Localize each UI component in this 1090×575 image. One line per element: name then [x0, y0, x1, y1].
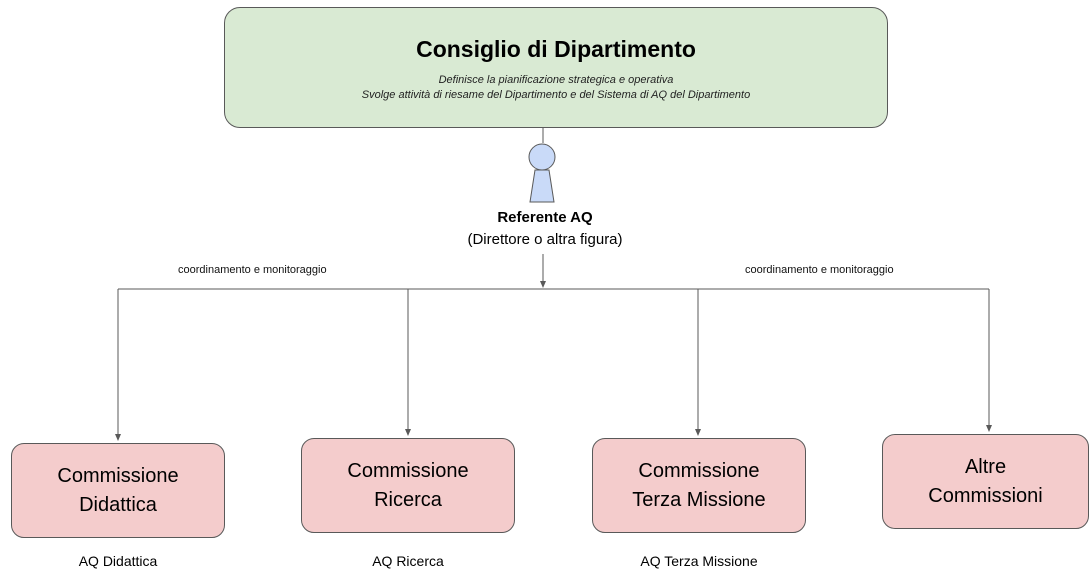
aq-label-didattica: AQ Didattica — [78, 553, 158, 569]
person-icon — [528, 143, 556, 203]
edge-label-right: coordinamento e monitoraggio — [745, 264, 894, 276]
council-description-2: Svolge attività di riesame del Dipartime… — [361, 89, 751, 101]
referent-title: Referente AQ — [497, 209, 593, 226]
aq-label-terza-missione: AQ Terza Missione — [640, 553, 758, 569]
commission-box-terza-missione: Commissione Terza Missione — [592, 438, 806, 533]
council-box: Consiglio di Dipartimento Definisce la p… — [224, 7, 888, 128]
edge-label-left: coordinamento e monitoraggio — [178, 264, 327, 276]
commission-label: Commissione Didattica — [57, 464, 179, 516]
council-title: Consiglio di Dipartimento — [416, 36, 696, 62]
commission-box-ricerca: Commissione Ricerca — [301, 438, 515, 533]
commission-label: Commissione Terza Missione — [632, 459, 766, 511]
commission-label: Altre Commissioni — [928, 455, 1043, 507]
referent-subtitle: (Direttore o altra figura) — [467, 231, 623, 248]
commission-box-altre: Altre Commissioni — [882, 434, 1089, 529]
council-description-1: Definisce la pianificazione strategica e… — [438, 74, 674, 86]
commission-label: Commissione Ricerca — [347, 459, 469, 511]
aq-label-ricerca: AQ Ricerca — [372, 553, 444, 569]
commission-box-didattica: Commissione Didattica — [11, 443, 225, 538]
